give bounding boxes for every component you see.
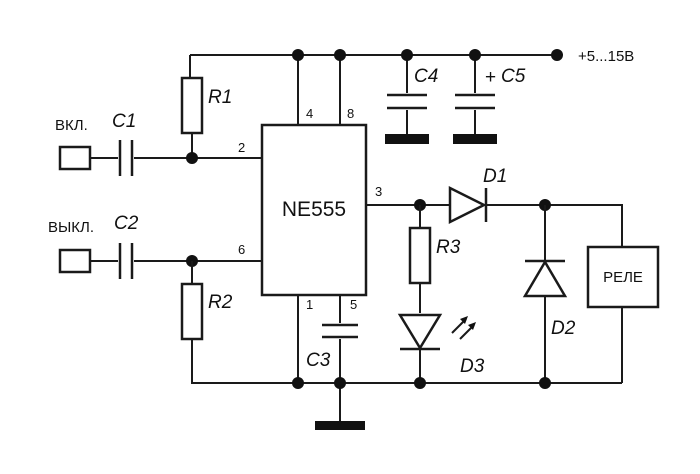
junction-r1-c1 bbox=[186, 152, 198, 164]
led-arrow-head-2 bbox=[468, 322, 476, 330]
pin-3-label: 3 bbox=[375, 184, 382, 199]
pin-1-label: 1 bbox=[306, 297, 313, 312]
pin-6-label: 6 bbox=[238, 242, 245, 257]
junction-c4 bbox=[401, 49, 413, 61]
r1-label: R1 bbox=[208, 87, 232, 108]
resistor-r3 bbox=[408, 226, 432, 285]
c5-plus-sign: + bbox=[485, 67, 496, 88]
c3-label: C3 bbox=[306, 350, 331, 371]
d3-label: D3 bbox=[460, 356, 485, 377]
d1-lead-right bbox=[486, 204, 623, 247]
ground-symbol bbox=[315, 421, 365, 430]
relay-box bbox=[586, 245, 660, 309]
supply-terminal bbox=[551, 49, 563, 61]
d2-label: D2 bbox=[551, 318, 576, 339]
r3-label: R3 bbox=[436, 237, 461, 258]
c4-label: C4 bbox=[414, 66, 438, 87]
pin-8-label: 8 bbox=[347, 106, 354, 121]
pin-5-label: 5 bbox=[350, 297, 357, 312]
r2-label: R2 bbox=[208, 292, 233, 313]
relay-label: РЕЛЕ bbox=[603, 269, 643, 286]
r2-lead-bottom bbox=[191, 339, 622, 384]
junction-pin4 bbox=[292, 49, 304, 61]
diode-d1 bbox=[448, 185, 487, 225]
c4-ground bbox=[385, 134, 429, 144]
terminal-off-label: ВЫКЛ. bbox=[48, 219, 94, 236]
resistor-r2 bbox=[180, 282, 204, 341]
terminal-off bbox=[58, 248, 92, 274]
pin-4-label: 4 bbox=[306, 106, 313, 121]
supply-voltage-label: +5...15В bbox=[578, 48, 634, 65]
resistor-r1 bbox=[180, 76, 204, 135]
terminal-on-label: ВКЛ. bbox=[55, 117, 88, 134]
d1-label: D1 bbox=[483, 166, 507, 187]
junction-pin1-ground bbox=[292, 377, 304, 389]
junction-c3-ground bbox=[334, 377, 346, 389]
terminal-on bbox=[58, 145, 92, 171]
led-d3 bbox=[397, 313, 443, 351]
c5-ground bbox=[453, 134, 497, 144]
junction-d2-ground bbox=[539, 377, 551, 389]
diode-d2 bbox=[522, 259, 568, 298]
c1-label: C1 bbox=[112, 111, 136, 132]
ic-label: NE555 bbox=[282, 198, 346, 221]
junction-d3-ground bbox=[414, 377, 426, 389]
led-arrow-head-1 bbox=[460, 316, 468, 324]
junction-pin8 bbox=[334, 49, 346, 61]
ic-ne555 bbox=[260, 123, 368, 297]
c5-label: C5 bbox=[501, 66, 526, 87]
junction-c5 bbox=[469, 49, 481, 61]
c2-label: C2 bbox=[114, 213, 139, 234]
pin-2-label: 2 bbox=[238, 140, 245, 155]
